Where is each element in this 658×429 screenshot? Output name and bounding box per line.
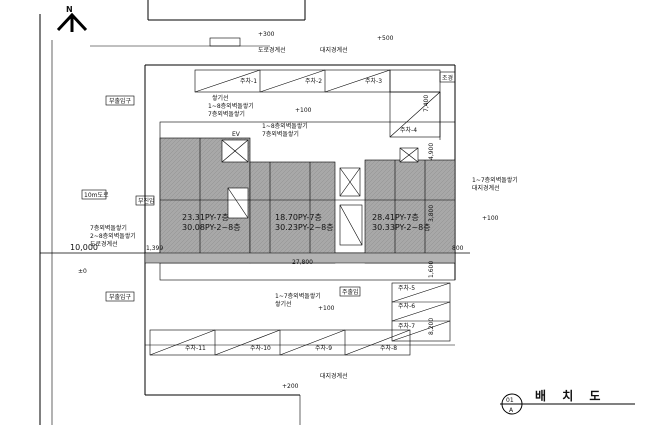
- tag-box-upper-left: [105, 95, 135, 106]
- note-center-2: 7층외벽돌쌓기: [262, 130, 299, 138]
- note-left-2: 2~8층외벽돌쌓기: [90, 232, 136, 240]
- level-center: +100: [295, 107, 312, 114]
- unit-3-area: 28.41PY-7층: [372, 213, 419, 222]
- parking-label-b-10: 주차-10: [250, 344, 271, 352]
- note-ul-3: 7층외벽돌쌓기: [208, 110, 245, 118]
- drawing-title: 배 치 도: [535, 388, 606, 403]
- level-bottom: +200: [282, 383, 299, 390]
- parking-label-b-8: 주차-8: [380, 344, 397, 352]
- dim-depth-d: 1,600: [428, 261, 435, 278]
- tag-box-mid-left: [135, 195, 155, 206]
- tag-upper-left: 부출입구: [109, 97, 132, 105]
- tag-lower-left: 부출입구: [109, 293, 132, 301]
- road-label-bottom: 대지경계선: [320, 372, 348, 380]
- parking-label-br-7: 주차-7: [398, 322, 415, 330]
- sheet-id: 01: [506, 397, 514, 404]
- dim-depth-e: 8,200: [428, 318, 435, 335]
- note-bottom-2: 쌓기선: [275, 300, 292, 308]
- building-outline: [159, 121, 456, 281]
- parking-bottom: [149, 329, 411, 356]
- note-center-1: 1~8층외벽돌쌓기: [262, 122, 308, 130]
- note-left-3: 도로경계선: [90, 240, 118, 248]
- dim-left-total: 10,000: [70, 243, 98, 252]
- note-ul-2: 1~8층외벽돌쌓기: [208, 102, 254, 110]
- level-right: +100: [482, 215, 499, 222]
- parking-bottom-right: [391, 282, 451, 342]
- core-label: EV: [232, 131, 241, 138]
- level-bottom-mid: +100: [318, 305, 335, 312]
- parking-label-b-9: 주차-9: [315, 344, 332, 352]
- note-ul-1: 쌓기선: [212, 94, 229, 102]
- parking-label-right: 주차-4: [400, 126, 417, 134]
- tag-mid-left: 부진입: [138, 197, 155, 205]
- unit-2-alt: 30.23PY-2~8층: [275, 223, 334, 232]
- level-top-left: +300: [258, 31, 275, 38]
- unit-1-alt: 30.08PY-2~8층: [182, 223, 241, 232]
- parking-label-b-11: 주차-11: [185, 344, 206, 352]
- note-right-2: 대지경계선: [472, 184, 500, 192]
- ground-band: [144, 252, 456, 264]
- dim-depth-b: 4,900: [428, 143, 435, 160]
- parking-label-top-1: 주차-1: [240, 77, 257, 85]
- parking-label-br-6: 주차-6: [398, 302, 415, 310]
- north-arrow-icon: [56, 12, 88, 32]
- dim-depth-c: 3,800: [428, 205, 435, 222]
- parking-label-top-2: 주차-2: [305, 77, 322, 85]
- road-label-top-left: 도로경계선: [258, 46, 286, 54]
- sheet-ref: A: [509, 407, 514, 414]
- parking-label-top-3: 주차-3: [365, 77, 382, 85]
- tag-box-vertical: [81, 189, 107, 200]
- road-label-top-right: 대지경계선: [320, 46, 348, 54]
- tag-vertical: 10m도로: [84, 192, 109, 199]
- unit-2-area: 18.70PY-7층: [275, 213, 322, 222]
- landscape-label: 조경: [442, 75, 453, 82]
- tag-bottom: 주출입: [342, 288, 359, 296]
- landscape-box: [439, 71, 456, 83]
- tag-box-bottom: [339, 286, 361, 297]
- boundary-lines: [39, 0, 635, 425]
- tag-box-lower-left: [105, 291, 135, 302]
- level-left: ±0: [78, 268, 87, 275]
- dim-left-small: 1,399: [146, 245, 163, 252]
- dim-width-total: 27,800: [292, 259, 313, 266]
- dim-depth-a: 7,400: [423, 95, 430, 112]
- north-label: N: [66, 5, 73, 14]
- unit-3-alt: 30.33PY-2~8층: [372, 223, 431, 232]
- tag-box-top-left: [209, 37, 241, 47]
- parking-label-br-5: 주차-5: [398, 284, 415, 292]
- parking-right: [389, 91, 441, 140]
- unit-1-area: 23.31PY-7층: [182, 213, 229, 222]
- dim-right-small: 800: [452, 245, 464, 252]
- note-right-1: 1~7층외벽돌쌓기: [472, 176, 518, 184]
- note-bottom-1: 1~7층외벽돌쌓기: [275, 292, 321, 300]
- level-top-right: +500: [377, 35, 394, 42]
- note-left-1: 7층외벽돌쌓기: [90, 224, 127, 232]
